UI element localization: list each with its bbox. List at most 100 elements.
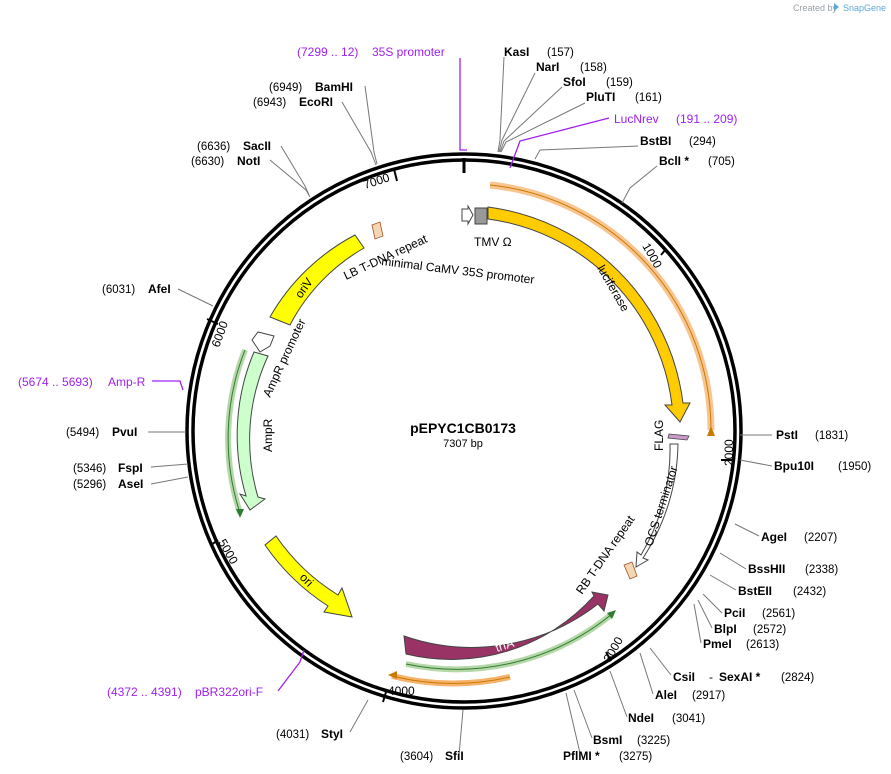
enzyme-bpu10i-pos: (1950) bbox=[838, 461, 871, 473]
enzyme-bcli-pos: (705) bbox=[708, 156, 735, 168]
ori-highlight-arrow bbox=[388, 671, 397, 679]
tick-6000: 6000 bbox=[209, 319, 231, 349]
ori-highlight-line bbox=[391, 675, 511, 684]
enzyme-sacii-name: SacII bbox=[243, 139, 271, 153]
ori-arrow[interactable] bbox=[264, 535, 353, 618]
enzyme-bsshii-name: BssHII bbox=[748, 562, 785, 576]
enzyme-afei-name: AfeI bbox=[148, 282, 171, 296]
tick-1000-mark bbox=[660, 248, 667, 256]
enzyme-bamhi-pos: (6949) bbox=[269, 82, 302, 94]
bsteii-lead bbox=[709, 574, 737, 591]
enzyme-noti-name: NotI bbox=[237, 154, 260, 168]
ampr-highlight-line bbox=[227, 349, 246, 514]
primer-lucnrev-range: (191 .. 209) bbox=[676, 112, 737, 126]
bcli-lead bbox=[621, 165, 658, 204]
sacii-lead bbox=[280, 145, 310, 196]
pflmi-lead bbox=[565, 692, 581, 754]
primer-35s-promoter-name: 35S promoter bbox=[372, 45, 445, 59]
primer-ampr-range: (5674 .. 5693) bbox=[18, 375, 93, 389]
tick-4000-mark bbox=[382, 691, 387, 703]
tick-3000-mark bbox=[605, 651, 612, 662]
alei-lead bbox=[639, 652, 654, 695]
ecori-lead bbox=[341, 101, 377, 166]
rb-tdna-repeat-box[interactable] bbox=[623, 561, 638, 580]
enzyme-pmei-name: PmeI bbox=[703, 637, 732, 651]
styi-lead bbox=[349, 699, 369, 733]
enzyme-sfii-pos: (3604) bbox=[400, 751, 433, 763]
nari-lead bbox=[498, 72, 536, 153]
flag-label: FLAG bbox=[652, 420, 666, 451]
minimal-camv-35s-promoter-label: minimal CaMV 35S promoter bbox=[381, 254, 536, 287]
fspi-lead bbox=[150, 463, 189, 468]
ampr-label: AmpR bbox=[261, 418, 275, 452]
enzyme-fspi-pos: (5346) bbox=[73, 463, 106, 475]
bamhi-lead bbox=[364, 85, 378, 165]
ocs-terminator-arrow[interactable] bbox=[635, 443, 679, 568]
plasmid-name: pEPYC1CB0173 bbox=[410, 420, 516, 436]
oriv-arrow[interactable] bbox=[269, 234, 365, 326]
credit-brand: SnapGene bbox=[843, 3, 886, 13]
primer-ampr-name: Amp-R bbox=[108, 375, 146, 389]
enzyme-sfii-name: SfiI bbox=[445, 749, 464, 763]
enzyme-csii-dash: - bbox=[709, 670, 713, 684]
snapgene-logo-icon bbox=[834, 3, 839, 11]
enzyme-pflmi-pos: (3275) bbox=[619, 751, 652, 763]
lb-tdna-repeat-box[interactable] bbox=[371, 221, 384, 240]
enzyme-kasi-name: KasI bbox=[504, 45, 529, 59]
enzyme-csii-pos: (2824) bbox=[781, 672, 814, 684]
enzyme-ecori-name: EcoRI bbox=[299, 95, 333, 109]
minimal-camv-35s-promoter-arrow[interactable] bbox=[461, 204, 474, 226]
enzyme-agei-pos: (2207) bbox=[804, 532, 837, 544]
enzyme-bsteii-pos: (2432) bbox=[793, 586, 826, 598]
enzyme-bcli-name: BclI * bbox=[659, 154, 689, 168]
enzyme-ndei-pos: (3041) bbox=[672, 713, 705, 725]
flag-box[interactable] bbox=[667, 433, 690, 441]
ampr-promoter-arrow[interactable] bbox=[251, 331, 275, 353]
tmv-omega-box[interactable] bbox=[474, 207, 488, 225]
bpu10i-lead bbox=[739, 459, 773, 467]
primer-ampr-lead bbox=[152, 380, 184, 391]
asei-lead bbox=[150, 476, 189, 485]
enzyme-styi-pos: (4031) bbox=[276, 729, 309, 741]
enzyme-bsshii-pos: (2338) bbox=[805, 564, 838, 576]
trfA-highlight-line bbox=[405, 613, 613, 670]
trfA-arrow[interactable] bbox=[403, 591, 609, 660]
enzyme-pcii-name: PciI bbox=[724, 606, 745, 620]
pmei-lead bbox=[693, 603, 702, 644]
luciferase-highlight-arrow bbox=[707, 426, 715, 436]
enzyme-bpu10i-name: Bpu10I bbox=[774, 459, 814, 473]
afei-lead bbox=[177, 288, 214, 307]
agei-lead bbox=[734, 523, 760, 537]
enzyme-blpi-pos: (2572) bbox=[753, 624, 786, 636]
luciferase-highlight-line bbox=[489, 184, 712, 431]
backbone-outer bbox=[185, 152, 743, 710]
enzyme-pcii-pos: (2561) bbox=[762, 608, 795, 620]
plasmid-length: 7307 bp bbox=[443, 438, 483, 450]
credit-prefix: Created by bbox=[793, 3, 838, 13]
enzyme-nari-pos: (158) bbox=[580, 62, 607, 74]
tick-4000: 4000 bbox=[388, 684, 415, 698]
enzyme-kasi-pos: (157) bbox=[547, 47, 574, 59]
enzyme-pmei-pos: (2613) bbox=[746, 639, 779, 651]
ampr-arrow[interactable] bbox=[236, 351, 269, 511]
primer-lucnrev-lead bbox=[509, 117, 610, 169]
enzyme-asei-pos: (5296) bbox=[73, 479, 106, 491]
enzyme-pflmi-name: PflMI * bbox=[563, 749, 600, 763]
blpi-lead bbox=[697, 599, 713, 629]
enzyme-bstbi-pos: (294) bbox=[689, 136, 716, 148]
pluti-lead bbox=[500, 102, 586, 153]
tick-7000-mark bbox=[393, 168, 398, 182]
sfii-lead bbox=[458, 709, 464, 756]
enzyme-ndei-name: NdeI bbox=[628, 711, 654, 725]
enzyme-sfoi-pos: (159) bbox=[606, 77, 633, 89]
enzyme-pluti-pos: (161) bbox=[635, 92, 662, 104]
enzyme-bamhi-name: BamHI bbox=[315, 80, 353, 94]
primer-lucnrev-name: LucNrev bbox=[614, 112, 659, 126]
enzyme-bsteii-name: BstEII bbox=[738, 584, 772, 598]
rb-tdna-repeat-label: RB T-DNA repeat bbox=[573, 512, 638, 596]
kasi-lead bbox=[497, 56, 505, 153]
luciferase-arrow[interactable] bbox=[487, 206, 691, 423]
enzyme-agei-name: AgeI bbox=[761, 530, 787, 544]
ocs-terminator-label: OCS terminator bbox=[642, 464, 681, 548]
